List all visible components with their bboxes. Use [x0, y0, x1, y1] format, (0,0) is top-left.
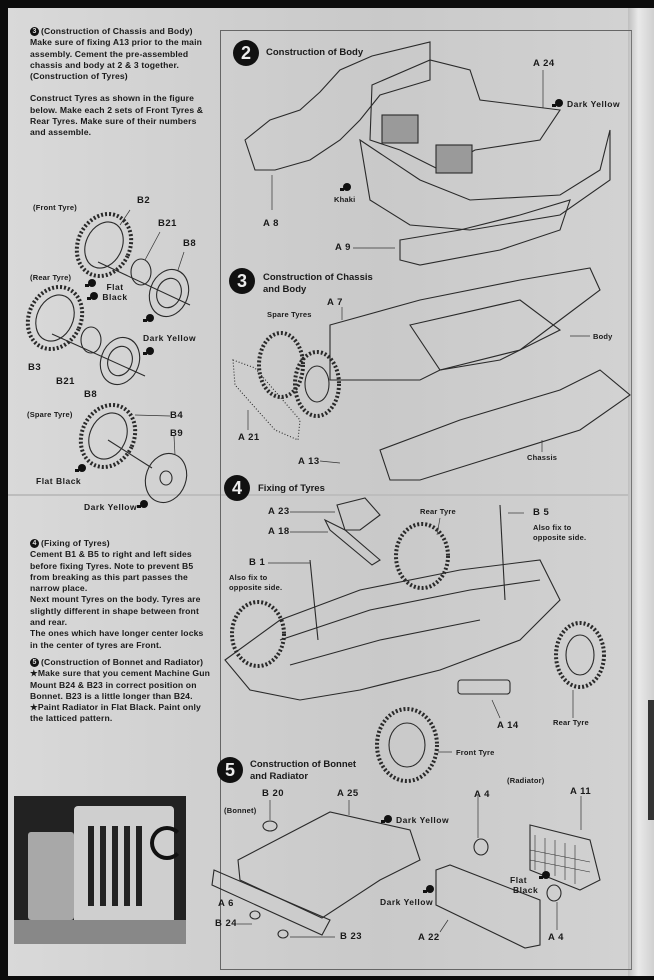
part-label-a23: A 23 — [268, 506, 290, 517]
part-label-a24: A 24 — [533, 58, 555, 69]
part-label-b8: B8 — [183, 238, 197, 249]
step4-note-body-1: Cement B1 & B5 to right and left sides b… — [30, 549, 194, 594]
step4-note-heading: (Fixing of Tyres) — [41, 538, 110, 548]
paint-dark-yellow-label-bonnet: Dark Yellow — [396, 815, 450, 825]
rear-tyre-label: (Rear Tyre) — [30, 273, 72, 282]
part-label-a18: A 18 — [268, 526, 290, 537]
reference-photo-radiator — [14, 796, 186, 944]
step2-number-badge: 2 — [233, 40, 259, 66]
tyres-note-body: Construct Tyres as shown in the figure b… — [30, 93, 204, 138]
part-label-a13: A 13 — [298, 456, 320, 467]
part-label-a11: A 11 — [570, 786, 592, 797]
paint-drop-icon — [143, 347, 154, 355]
body-label: Body — [593, 332, 613, 341]
b1-note-line1: Also fix to — [229, 573, 268, 582]
part-label-a9: A 9 — [335, 242, 351, 253]
bonnet-label: (Bonnet) — [224, 806, 257, 815]
paint-drop-icon — [423, 885, 434, 893]
part-label-a21: A 21 — [238, 432, 260, 443]
paint-drop-icon — [340, 183, 351, 191]
paint-flat-black-label: Flat Black — [102, 282, 128, 302]
part-label-a7: A 7 — [327, 297, 343, 308]
part-label-b20: B 20 — [262, 788, 285, 799]
photo-headlamp — [150, 826, 184, 860]
step3-note-heading: (Construction of Chassis and Body) — [41, 26, 193, 36]
part-label-b8-rear: B8 — [84, 389, 98, 400]
part-label-a8: A 8 — [263, 218, 279, 229]
part-label-a14: A 14 — [497, 720, 519, 731]
b1-note-line2: opposite side. — [229, 583, 283, 592]
paint-drop-icon — [137, 500, 148, 508]
paint-drop-icon — [75, 464, 86, 472]
step5-title-line1: Construction of Bonnet — [250, 759, 357, 770]
paint-black-label: Black — [513, 885, 539, 895]
step3-title-line1: Construction of Chassis — [263, 272, 373, 283]
front-tyre-label-step4: Front Tyre — [456, 748, 495, 757]
paint-dark-yellow-label-radiator: Dark Yellow — [380, 897, 434, 907]
step5-number-badge: 5 — [217, 757, 243, 783]
tyres-note-heading: (Construction of Tyres) — [30, 71, 128, 82]
next-page-text-fragment — [648, 700, 654, 820]
part-label-b3: B3 — [28, 362, 42, 373]
part-label-a6: A 6 — [218, 898, 234, 909]
part-label-a4-top: A 4 — [474, 789, 490, 800]
paint-drop-icon — [85, 279, 96, 287]
page-fold — [8, 494, 628, 496]
part-label-a22: A 22 — [418, 932, 440, 943]
step5-number-icon: 5 — [30, 658, 39, 668]
front-tyre-label: (Front Tyre) — [33, 203, 77, 212]
part-label-b5: B 5 — [533, 507, 550, 518]
paint-drop-icon — [552, 99, 563, 107]
step3-number-icon: 3 — [30, 27, 39, 37]
step4-note-body-2: Next mount Tyres on the body. Tyres are … — [30, 594, 201, 628]
paint-drop-icon — [87, 292, 98, 300]
spare-tyres-label: Spare Tyres — [267, 310, 312, 319]
step5-title-line2: and Radiator — [250, 771, 309, 782]
paint-drop-icon — [381, 815, 392, 823]
step5-note-heading: (Construction of Bonnet and Radiator) — [41, 656, 204, 667]
part-label-a4-bottom: A 4 — [548, 932, 564, 943]
radiator-label: (Radiator) — [507, 776, 545, 785]
step2-title: Construction of Body — [266, 47, 364, 58]
part-label-b4: B4 — [170, 410, 184, 421]
b5-note-line2: opposite side. — [533, 533, 587, 542]
paint-drop-icon — [539, 871, 550, 879]
step4-note: 4(Fixing of Tyres) Cement B1 & B5 to rig… — [30, 538, 212, 725]
part-label-b2: B2 — [137, 195, 151, 206]
part-label-b24: B 24 — [215, 918, 238, 929]
step3-number-badge: 3 — [229, 268, 255, 294]
paint-flat-label: Flat — [510, 875, 528, 885]
b5-note-line1: Also fix to — [533, 523, 572, 532]
part-label-a25: A 25 — [337, 788, 359, 799]
paint-dark-yellow-label-body: Dark Yellow — [567, 99, 621, 109]
step4-number-icon: 4 — [30, 539, 39, 549]
paint-dark-yellow-label-spare: Dark Yellow — [84, 502, 138, 512]
step3-note: 3(Construction of Chassis and Body) — [30, 26, 212, 37]
photo-grille — [74, 806, 174, 924]
left-instructions: 3(Construction of Chassis and Body) Make… — [30, 26, 212, 139]
step4-number-badge: 4 — [224, 475, 250, 501]
rear-tyre-label-right: Rear Tyre — [553, 718, 589, 727]
paint-dark-yellow-label: Dark Yellow — [143, 333, 197, 343]
photo-ground — [14, 920, 186, 944]
step3-note-body: Make sure of fixing A13 prior to the mai… — [30, 37, 203, 70]
step5-note-body-1: ★Make sure that you cement Machine Gun M… — [30, 668, 211, 701]
part-label-b23: B 23 — [340, 931, 363, 942]
step4-title: Fixing of Tyres — [258, 483, 325, 494]
paint-khaki-label: Khaki — [334, 195, 356, 204]
part-label-b21-rear: B21 — [56, 376, 75, 387]
step5-note-body-2: ★Paint Radiator in Flat Black. Paint onl… — [30, 702, 201, 724]
chassis-label: Chassis — [527, 453, 558, 462]
rear-tyre-label-top: Rear Tyre — [420, 507, 456, 516]
step3-title-line2: and Body — [263, 284, 307, 295]
part-label-b21: B21 — [158, 218, 177, 229]
photo-jerrycan — [28, 832, 74, 920]
paint-flat-black-label-spare: Flat Black — [36, 476, 82, 486]
part-label-b1: B 1 — [249, 557, 266, 568]
spare-tyre-label: (Spare Tyre) — [27, 410, 73, 419]
paint-drop-icon — [143, 314, 154, 322]
diagram-frame — [220, 30, 632, 970]
step4-note-body-3: The ones which have longer center locks … — [30, 628, 204, 650]
part-label-b9: B9 — [170, 428, 184, 439]
